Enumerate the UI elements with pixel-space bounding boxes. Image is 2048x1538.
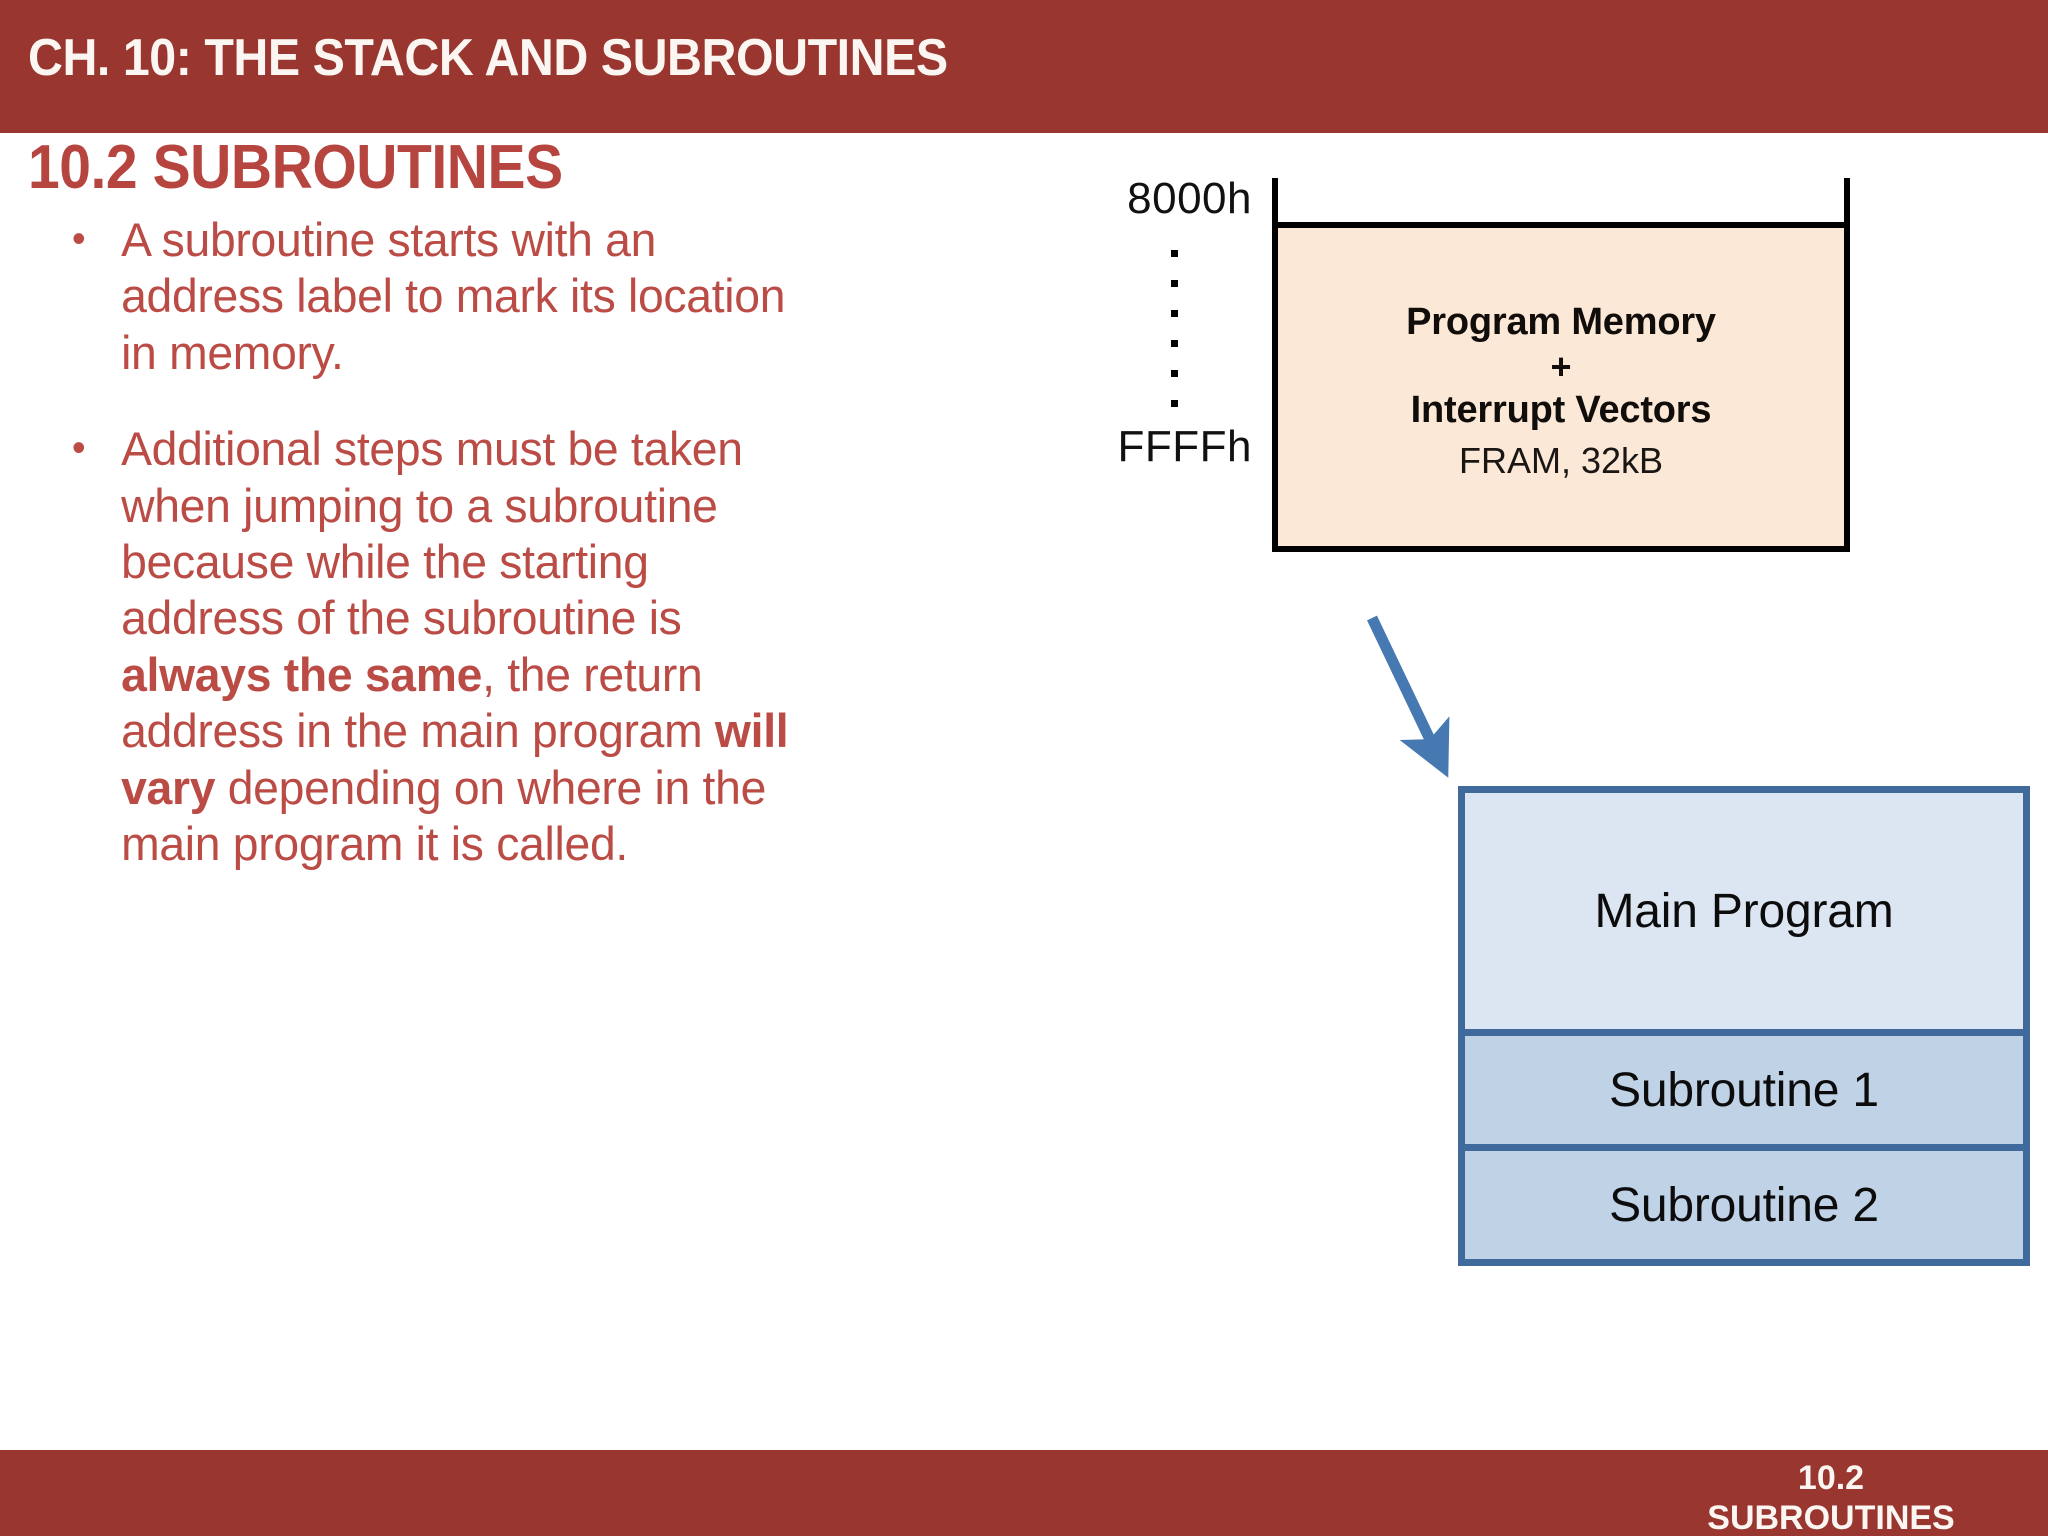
block-subroutine-1[interactable]: Subroutine 1 <box>1458 1036 2030 1151</box>
footer-section-label: 10.2 SUBROUTINES <box>1676 1458 1986 1538</box>
bullet-dot-icon: • <box>71 217 86 261</box>
footer-line-2: SUBROUTINES <box>1707 1499 1955 1538</box>
page-title: 10.2 SUBROUTINES <box>28 133 563 202</box>
block-subroutine-2[interactable]: Subroutine 2 <box>1458 1151 2030 1266</box>
memory-rail-left <box>1272 178 1278 226</box>
address-label-top: 8000h <box>1127 174 1252 223</box>
chapter-title: CH. 10: THE STACK AND SUBROUTINES <box>28 29 948 87</box>
bullet-text: Additional steps must be taken when jump… <box>121 422 789 870</box>
header-bar: CH. 10: THE STACK AND SUBROUTINES <box>0 0 2048 133</box>
memory-box-line: Interrupt Vectors <box>1410 389 1712 432</box>
ellipsis-dot <box>1170 340 1178 347</box>
bullet-span: Additional steps must be taken when jump… <box>121 422 743 645</box>
ellipsis-dot <box>1170 310 1178 317</box>
ellipsis-dot <box>1170 250 1178 257</box>
program-layout-blocks: Main Program Subroutine 1 Subroutine 2 <box>1458 786 2030 1266</box>
footer-bar: 10.2 SUBROUTINES <box>0 1450 2048 1538</box>
bullet-emphasis: always the same <box>121 647 483 701</box>
bullet-item: • Additional steps must be taken when jum… <box>60 421 789 872</box>
flow-arrow <box>1340 600 1500 800</box>
footer-line-1: 10.2 <box>1797 1459 1865 1497</box>
bullet-item: • A subroutine starts with an address lab… <box>60 212 789 381</box>
bullet-dot-icon: • <box>71 426 86 471</box>
block-subroutine-1-label: Subroutine 1 <box>1609 1063 1879 1117</box>
bullet-span: depending on where in the main program i… <box>121 760 767 870</box>
bullet-text: A subroutine starts with an address labe… <box>121 213 785 379</box>
address-ellipsis-dots <box>1164 250 1184 430</box>
block-main-program-label: Main Program <box>1594 884 1894 938</box>
ellipsis-dot <box>1170 280 1178 287</box>
bullet-span: A subroutine starts with an address labe… <box>121 213 786 379</box>
memory-box-line: + <box>1550 345 1572 387</box>
ellipsis-dot <box>1170 370 1178 377</box>
flow-arrow-icon <box>1367 615 1450 778</box>
block-main-program[interactable]: Main Program <box>1458 786 2030 1036</box>
block-subroutine-2-label: Subroutine 2 <box>1609 1178 1879 1232</box>
bullet-span: , the return address in the main program <box>121 647 715 758</box>
ellipsis-dot <box>1170 400 1178 407</box>
bullet-list: • A subroutine starts with an address lab… <box>60 212 800 872</box>
memory-box-line: Program Memory <box>1406 301 1716 344</box>
bullet-emphasis: will vary <box>121 704 789 814</box>
memory-rail-right <box>1844 178 1850 226</box>
memory-box-line: FRAM, 32kB <box>1458 439 1664 481</box>
address-label-bottom: FFFFh <box>1117 422 1252 471</box>
memory-map-diagram: 8000h FFFFh Program Memory+Interrupt Vec… <box>1040 150 1870 620</box>
